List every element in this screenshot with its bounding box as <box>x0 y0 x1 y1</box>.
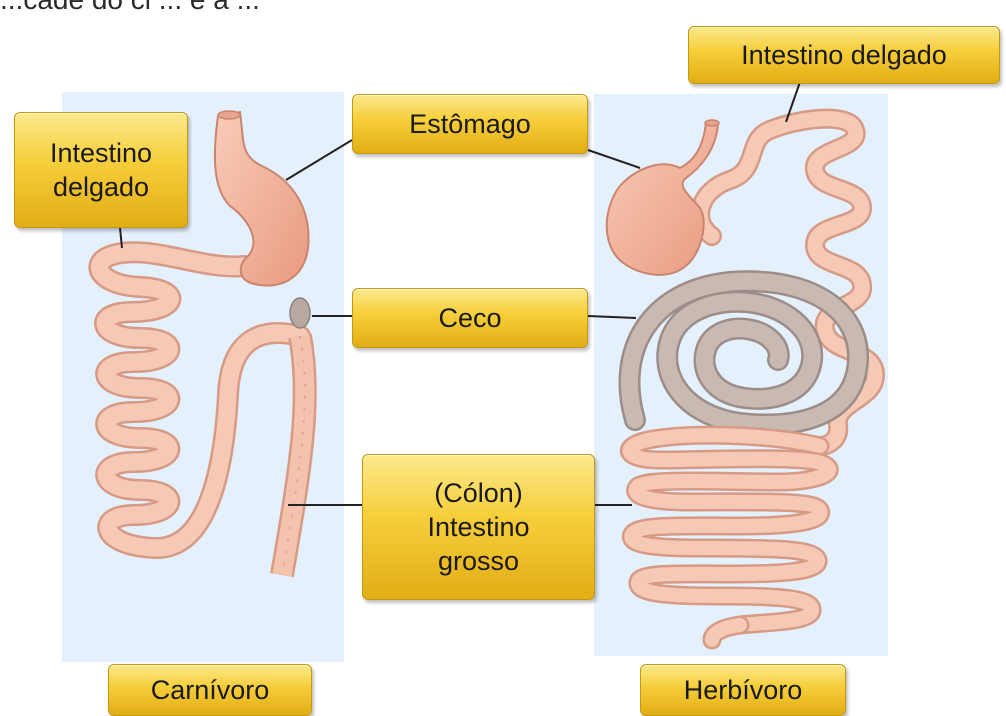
label-cecum: Ceco <box>352 288 588 348</box>
label-stomach: Estômago <box>352 94 588 154</box>
herbivore-large-intestine <box>629 435 829 640</box>
carnivore-large-intestine <box>282 336 305 575</box>
herbivore-cecum <box>629 281 858 424</box>
label-herbivore: Herbívoro <box>640 664 846 716</box>
carnivore-small-intestine <box>99 252 300 548</box>
carnivore-cecum <box>290 298 310 328</box>
label-carnivore: Carnívoro <box>108 664 312 716</box>
label-small-intestine-herbivore: Intestino delgado <box>688 26 1000 84</box>
